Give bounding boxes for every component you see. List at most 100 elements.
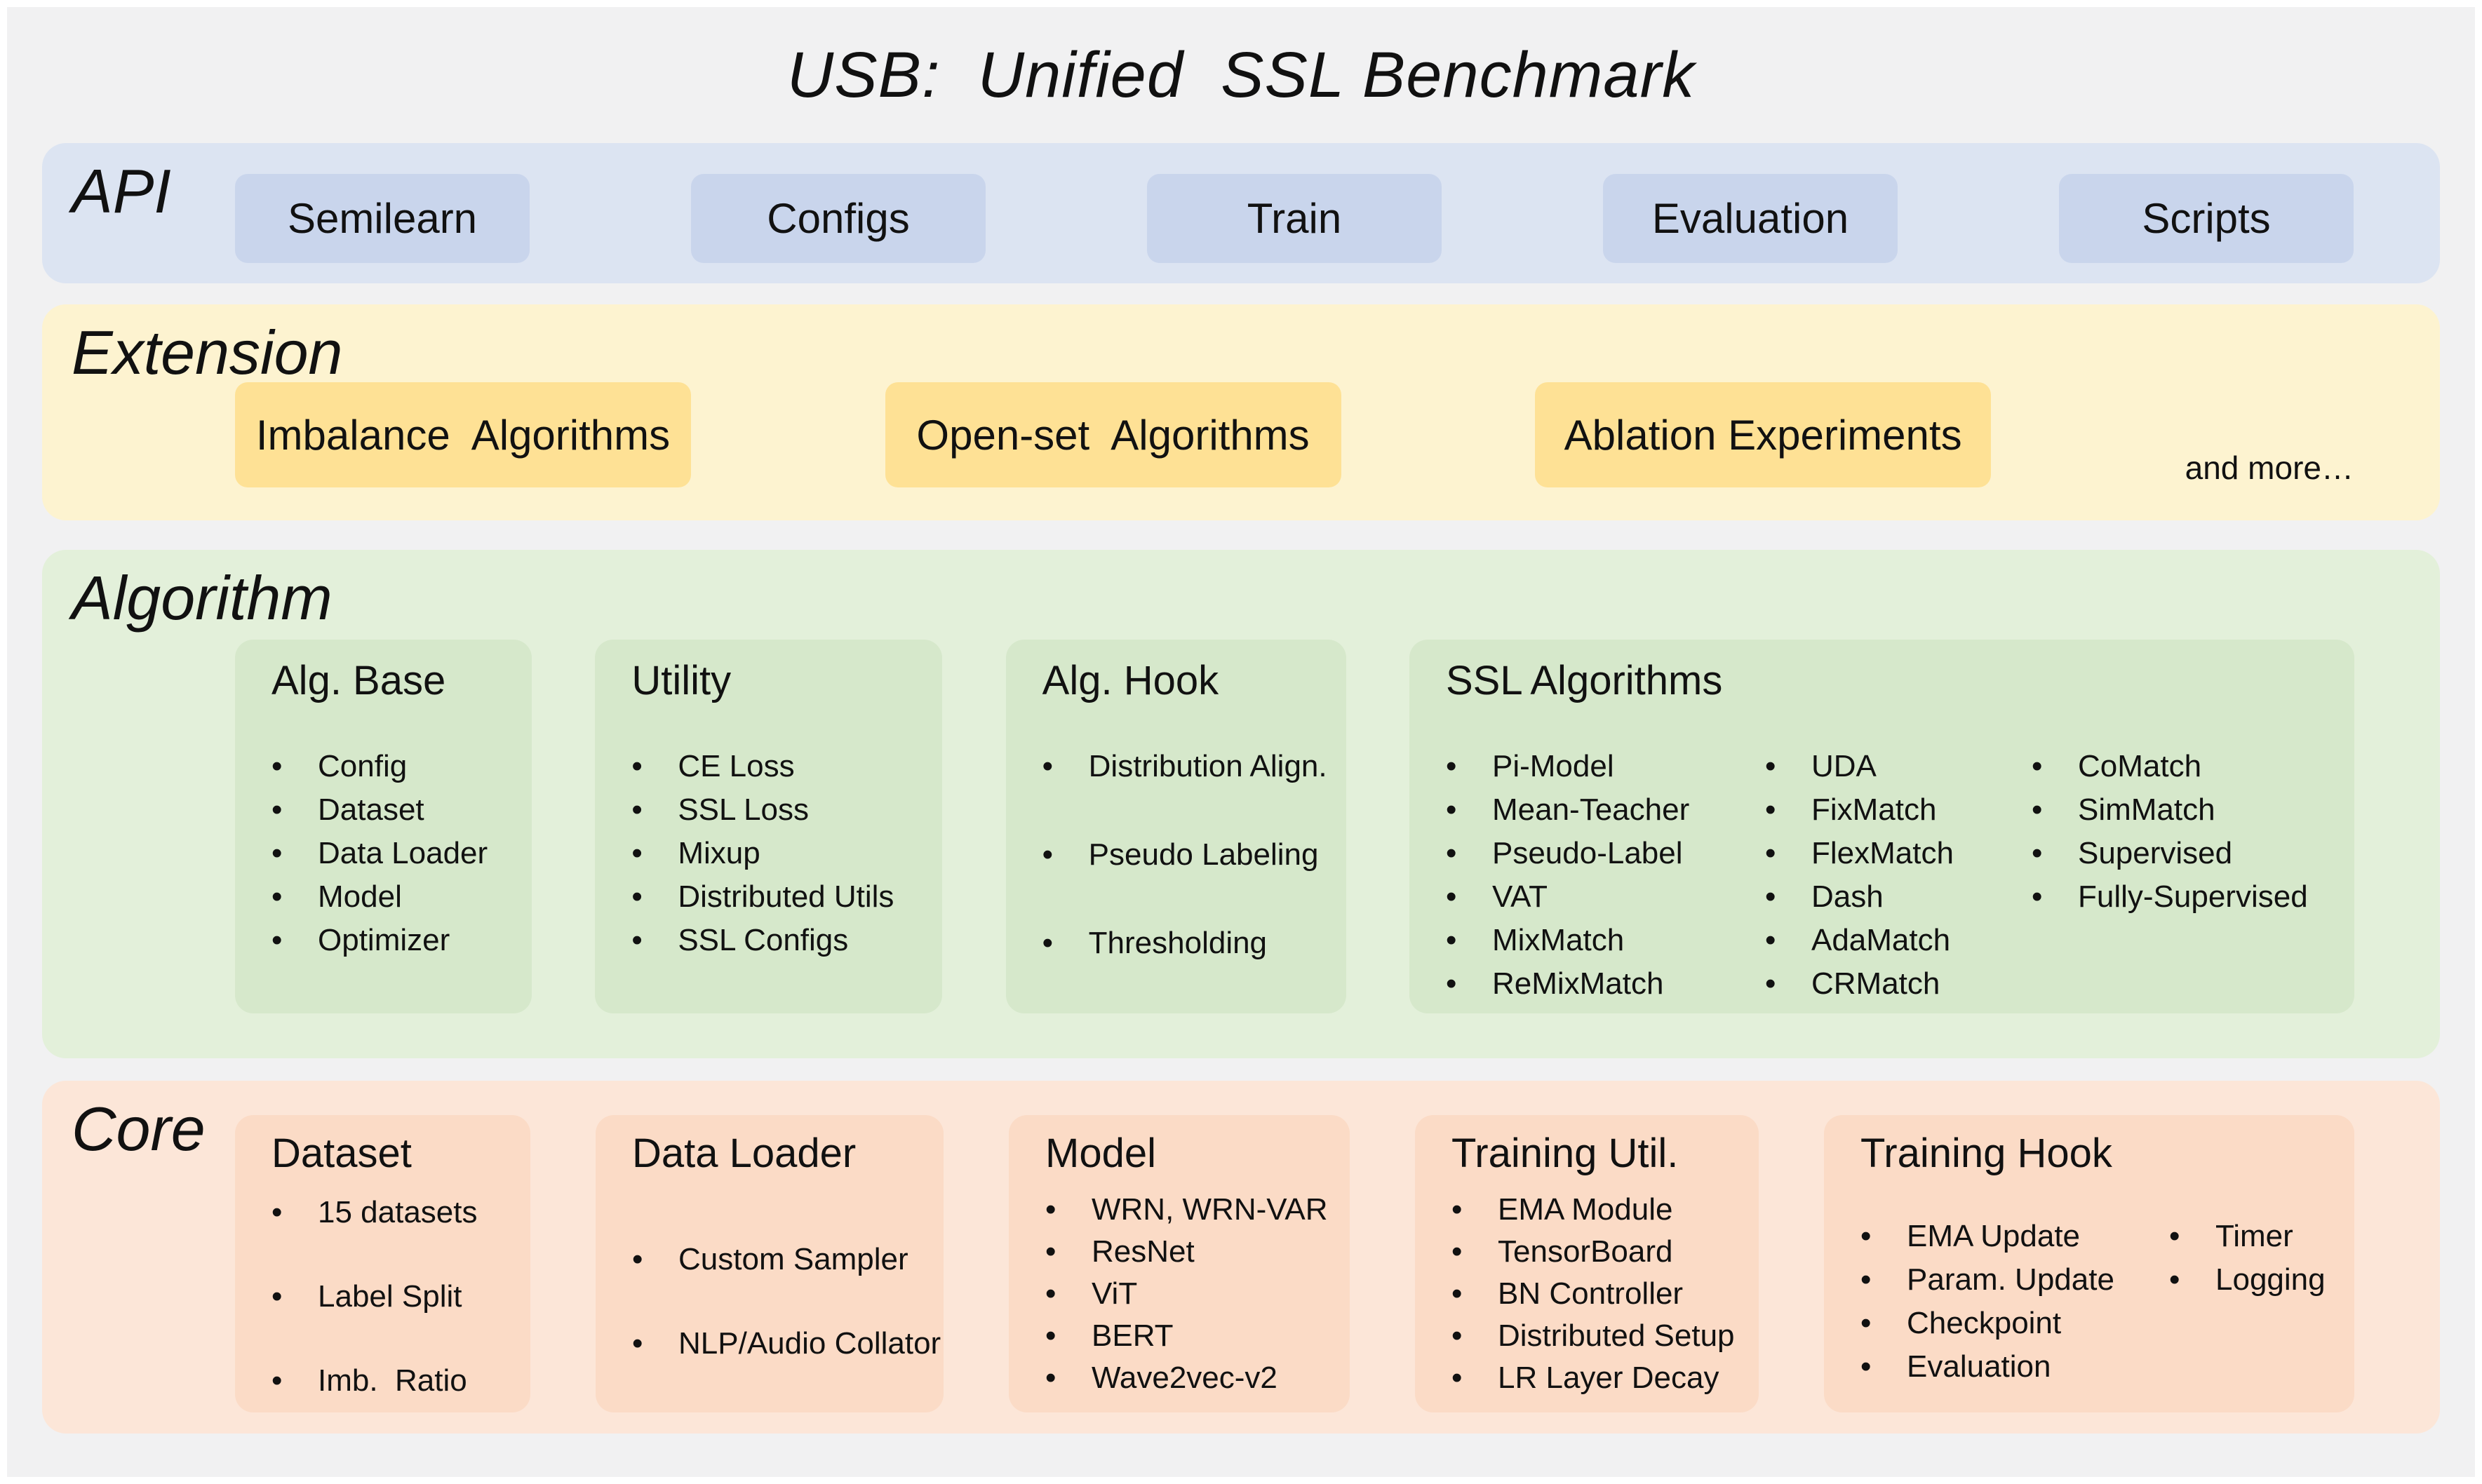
bullet-text: FixMatch [1811,792,1937,827]
api-band-label: API [72,156,171,226]
bullet-dot: • [2031,836,2043,870]
core-band-label: Core [72,1094,206,1163]
bullet-item: • SimMatch [2032,788,2354,832]
bullet-dot: • [271,792,283,827]
bullet-dot: • [1764,923,1776,957]
bullet-item: •VAT [1446,875,1765,919]
api-item-semilearn: Semilearn [235,174,530,263]
bullet-item: •AdaMatch [1765,919,2032,962]
card-ssl-algorithms: SSL Algorithms •Pi-Model •Mean-Teacher •… [1409,640,2354,1013]
bullet-item: •Checkpoint [1860,1302,2169,1345]
bullet-text: WRN, WRN-VAR [1092,1192,1328,1227]
bullet-item: •Distributed Utils [631,875,942,919]
bullet-text: SimMatch [2077,792,2215,827]
ssl-column-3: •CoMatch •SimMatch •Supervised •Fully-Su… [2032,745,2354,1006]
bullet-text: EMA Update [1907,1219,2081,1253]
api-items-row: Semilearn Configs Train Evaluation Scrip… [235,174,2354,263]
bullet-item: •Config [271,745,532,788]
bullet-text: TensorBoard [1498,1234,1673,1269]
bullet-dot: • [1445,923,1457,957]
bullet-text: Distributed Utils [678,879,894,914]
bullet-text: BN Controller [1498,1276,1684,1311]
algorithm-cards-row: Alg. Base •Config •Dataset •Data Loader … [235,640,2354,1013]
alg-hook-bullets: •Distribution Align. •Pseudo Labeling •T… [1042,745,1346,965]
algorithm-band-label: Algorithm [72,563,333,633]
bullet-item: •CE Loss [631,745,942,788]
bullet-dot: • [2031,792,2043,827]
bullet-text: Mean-Teacher [1491,792,1690,827]
bullet-item: •Custom Sampler [632,1238,944,1281]
bullet-item: • UDA [1765,745,2032,788]
title-row: USB: Unified SSL Benchmark [7,7,2475,143]
bullet-item: •BERT [1045,1315,1350,1357]
bullet-text: Mixup [678,836,760,870]
bullet-item: •ReMixMatch [1446,962,1765,1006]
bullet-dot: • [1860,1219,1872,1253]
bullet-dot: • [1451,1192,1463,1227]
bullet-text: UDA [1811,749,1877,783]
card-ssl-algorithms-title: SSL Algorithms [1445,658,1723,703]
bullet-item: •Dash [1765,875,2032,919]
bullet-item: • SSL Configs [631,919,942,962]
card-data-loader: Data Loader •Custom Sampler •NLP/Audio C… [596,1115,944,1412]
bullet-text: CRMatch [1811,966,1940,1001]
bullet-item: •Timer [2169,1215,2354,1258]
bullet-text: Imb. Ratio [318,1363,467,1398]
ssl-column-1: •Pi-Model •Mean-Teacher •Pseudo-Label •V… [1446,745,1765,1006]
api-item-evaluation: Evaluation [1603,174,1898,263]
card-training-hook: Training Hook •EMA Update •Param. Update… [1824,1115,2354,1412]
core-band: Core Dataset •15 datasets •Label Split •… [42,1081,2440,1434]
bullet-dot: • [631,792,643,827]
bullet-dot: • [1764,966,1776,1001]
bullet-dot: • [271,923,283,957]
bullet-dot: • [1045,1192,1056,1227]
card-data-loader-title: Data Loader [632,1131,857,1176]
bullet-dot: • [271,749,283,783]
bullet-dot: • [631,836,643,870]
bullet-item: •Mean-Teacher [1446,788,1765,832]
bullet-item: •ViT [1045,1273,1350,1315]
extension-item-ablation-experiments: Ablation Experiments [1535,382,1992,487]
bullet-text: Fully-Supervised [2077,879,2308,914]
bullet-item: •Pi-Model [1446,745,1765,788]
bullet-text: Optimizer [318,923,450,957]
bullet-item: •Imb. Ratio [271,1359,530,1403]
bullet-item: •NLP/Audio Collator [632,1322,944,1365]
bullet-dot: • [1445,966,1457,1001]
bullet-item: •FixMatch [1765,788,2032,832]
core-cards-row: Dataset •15 datasets •Label Split •Imb. … [235,1115,2354,1412]
bullet-item: •Distribution Align. [1042,745,1346,788]
bullet-text: FlexMatch [1811,836,1954,870]
bullet-text: CE Loss [678,749,795,783]
bullet-text: LR Layer Decay [1498,1361,1719,1395]
bullet-item: •Label Split [271,1275,530,1318]
bullet-dot: • [2031,749,2043,783]
bullet-text: Param. Update [1907,1262,2114,1297]
card-utility: Utility •CE Loss •SSL Loss •Mixup •Distr… [595,640,943,1013]
bullet-dot: • [631,923,643,957]
card-alg-hook-title: Alg. Hook [1042,658,1219,703]
card-training-hook-title: Training Hook [1860,1131,2112,1176]
extension-item-open-set-algorithms: Open-set Algorithms [885,382,1341,487]
api-item-train: Train [1147,174,1442,263]
bullet-text: BERT [1092,1318,1174,1353]
card-dataset-title: Dataset [271,1131,412,1176]
bullet-dot: • [1764,749,1776,783]
bullet-text: ViT [1092,1276,1138,1311]
bullet-text: SSL Configs [678,923,849,957]
bullet-dot: • [1451,1234,1463,1269]
bullet-text: EMA Module [1498,1192,1673,1227]
bullet-item: •MixMatch [1446,919,1765,962]
bullet-text: Thresholding [1088,926,1268,960]
bullet-item: •Model [271,875,532,919]
bullet-dot: • [1445,836,1457,870]
bullet-text: 15 datasets [318,1195,478,1229]
bullet-dot: • [632,1326,643,1361]
bullet-text: Custom Sampler [678,1242,908,1276]
dataset-bullets: •15 datasets •Label Split •Imb. Ratio [271,1191,530,1403]
training-hook-columns: •EMA Update •Param. Update •Checkpoint •… [1860,1215,2354,1389]
bullet-text: Pi-Model [1491,749,1614,783]
bullet-item: •BN Controller [1451,1273,1759,1315]
ssl-algorithms-columns: •Pi-Model •Mean-Teacher •Pseudo-Label •V… [1446,745,2354,1006]
